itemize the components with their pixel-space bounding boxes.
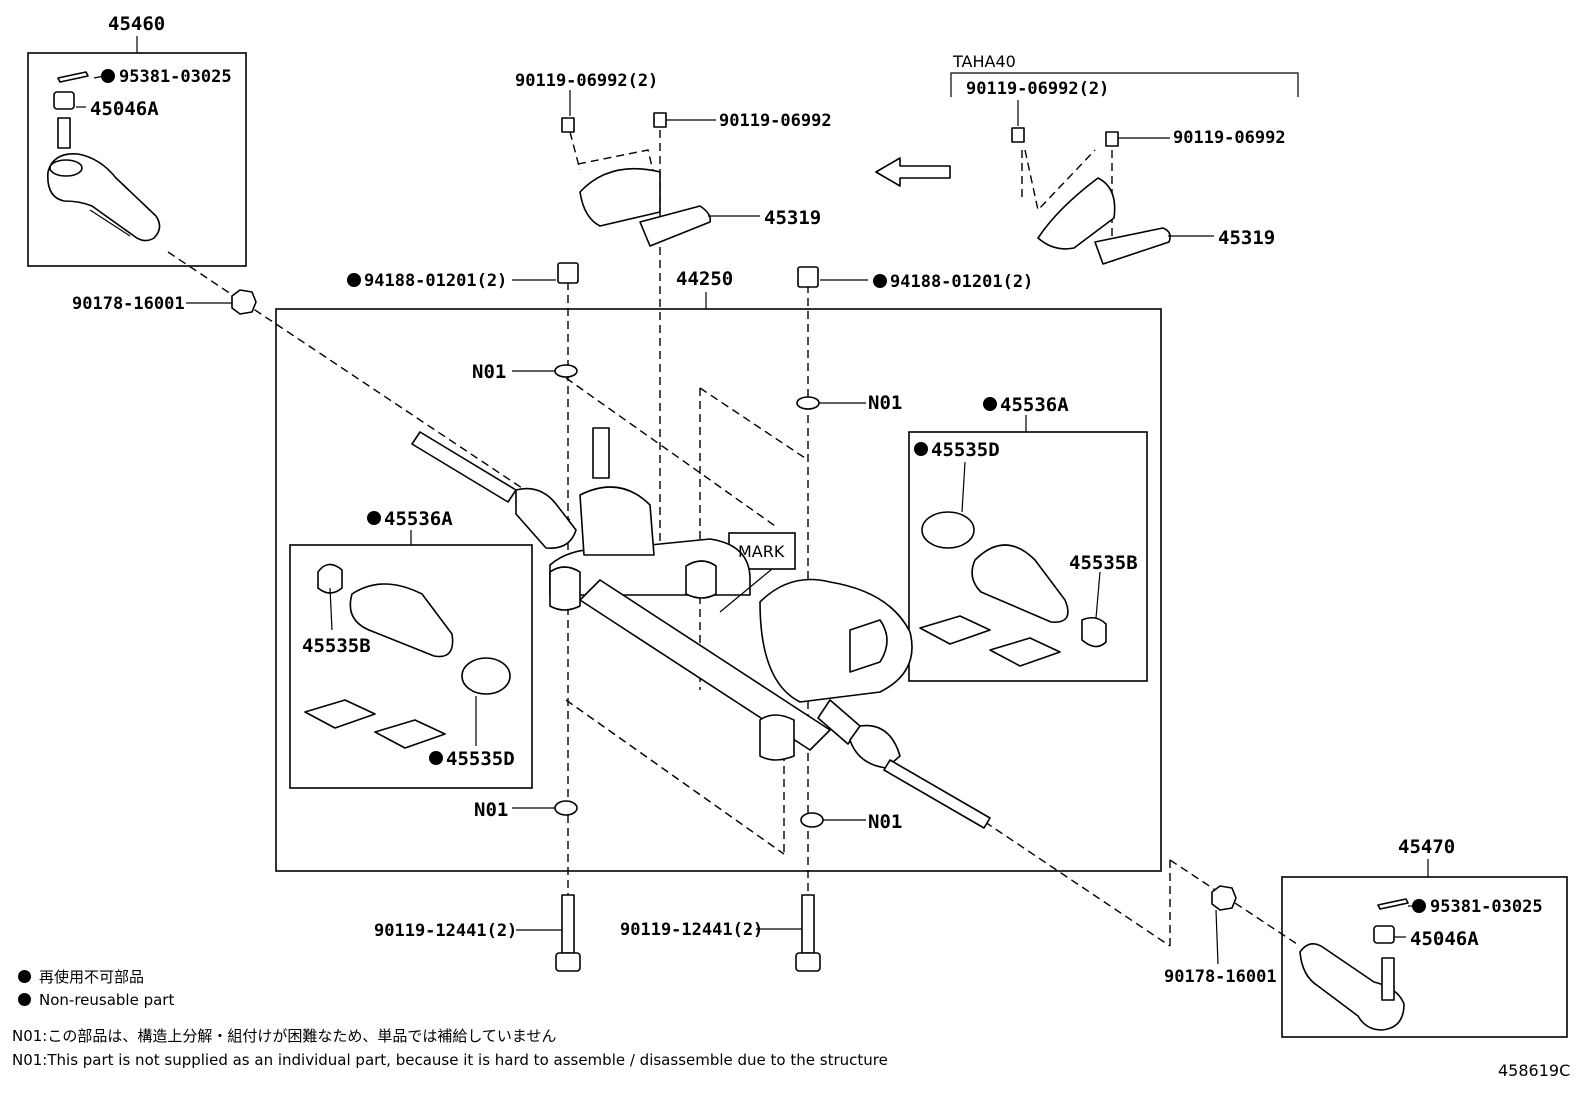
label-n01-bottom-left: N01 xyxy=(474,799,508,821)
nut-90178-left xyxy=(231,289,257,315)
label-45535d-left: 45535D xyxy=(446,748,515,770)
nut-90178-right xyxy=(1211,885,1237,911)
label-90119-top-1: 90119-06992(2) xyxy=(515,71,658,91)
label-90178-left: 90178-16001 xyxy=(72,294,185,314)
bolt-94188-right xyxy=(797,266,819,288)
bolt-94188-left xyxy=(557,262,579,284)
label-45460: 45460 xyxy=(108,13,165,35)
n01-nut-top-left xyxy=(554,364,578,378)
label-90119-top-2: 90119-06992 xyxy=(719,111,832,131)
legend-en: Non-reusable part xyxy=(18,991,174,1009)
label-n01-bottom-right: N01 xyxy=(868,811,902,833)
insulator-top xyxy=(561,112,712,247)
diagram-id: 458619C xyxy=(1498,1061,1571,1080)
boot-kit-right-parts xyxy=(919,461,1107,667)
tie-rod-end-left xyxy=(47,71,161,242)
taha40-bracket xyxy=(950,72,1299,97)
legend-jp: 再使用不可部品 xyxy=(18,966,144,987)
boot-kit-left-parts xyxy=(304,563,511,749)
note-n01-en: N01:This part is not supplied as an indi… xyxy=(12,1051,888,1069)
label-45536a-right: 45536A xyxy=(1000,394,1069,416)
non-reusable-dot-icon xyxy=(18,970,31,983)
bolt-90119-12441-left xyxy=(555,894,581,972)
label-90119-12441-right: 90119-12441(2) xyxy=(620,920,763,940)
note-n01-jp: N01:この部品は、構造上分解・組付けが困難なため、単品では補給していません xyxy=(12,1027,557,1045)
label-90178-right: 90178-16001 xyxy=(1164,967,1277,987)
tie-rod-end-right xyxy=(1299,898,1409,1031)
label-45535b-left: 45535B xyxy=(302,635,371,657)
legend-jp-text: 再使用不可部品 xyxy=(39,968,145,986)
label-45535b-right: 45535B xyxy=(1069,552,1138,574)
label-45536a-left: 45536A xyxy=(384,508,453,530)
label-45046a-left: 45046A xyxy=(90,98,159,120)
label-95381-left: 95381-03025 xyxy=(119,67,232,87)
label-45470: 45470 xyxy=(1398,836,1455,858)
non-reusable-dot-icon xyxy=(18,993,31,1006)
label-45319-top: 45319 xyxy=(764,207,821,229)
label-90119-taha-1: 90119-06992(2) xyxy=(966,79,1109,99)
label-90119-taha-2: 90119-06992 xyxy=(1173,128,1286,148)
label-44250: 44250 xyxy=(676,268,733,290)
direction-arrow xyxy=(875,157,951,187)
boot-kit-right-frame xyxy=(908,431,1148,682)
n01-nut-bottom-right xyxy=(800,812,824,828)
label-94188-right: 94188-01201(2) xyxy=(890,272,1033,292)
label-n01-top-left: N01 xyxy=(472,361,506,383)
label-n01-top-right: N01 xyxy=(868,392,902,414)
label-90119-12441-left: 90119-12441(2) xyxy=(374,921,517,941)
label-45535d-right: 45535D xyxy=(931,439,1000,461)
gear-assembly-frame xyxy=(275,308,1162,872)
non-reusable-markers xyxy=(101,69,1426,913)
n01-nut-top-right xyxy=(796,396,820,410)
insulator-taha40 xyxy=(1011,127,1171,265)
label-45046a-right: 45046A xyxy=(1410,928,1479,950)
label-taha40: TAHA40 xyxy=(952,52,1016,71)
bolt-90119-12441-right xyxy=(795,894,821,972)
label-leaders xyxy=(76,75,1418,965)
tie-rod-end-right-frame xyxy=(1281,876,1568,1038)
label-45319-taha: 45319 xyxy=(1218,227,1275,249)
n01-nut-bottom-left xyxy=(554,800,578,816)
steering-gear-assembly xyxy=(411,427,991,829)
label-mark: MARK xyxy=(738,542,785,561)
label-95381-right: 95381-03025 xyxy=(1430,897,1543,917)
legend-en-text: Non-reusable part xyxy=(39,991,175,1009)
label-94188-left: 94188-01201(2) xyxy=(364,271,507,291)
